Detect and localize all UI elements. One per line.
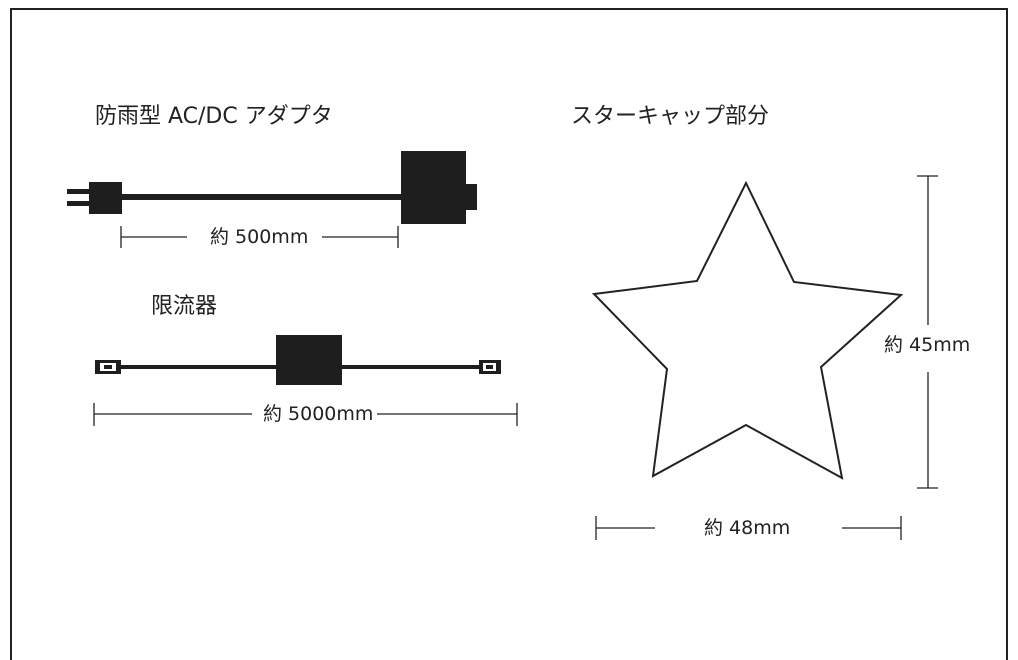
star-height-label: 約 45mm (880, 336, 975, 355)
star-width-label: 約 48mm (700, 519, 795, 538)
adapter-illustration (67, 151, 477, 224)
adapter-cable (122, 194, 402, 200)
limiter-length-label: 約 5000mm (259, 405, 378, 424)
star-cap-title: スターキャップ部分 (571, 104, 770, 129)
plug-body (89, 182, 122, 214)
plug-prong-top (67, 189, 89, 194)
limiter-title: 限流器 (151, 294, 218, 319)
star-shape (591, 180, 904, 480)
star-height-dimension-line (917, 175, 938, 489)
plug-prong-bottom (67, 201, 89, 206)
adapter-box-tab (466, 184, 477, 210)
adapter-box (401, 151, 466, 224)
limiter-illustration (95, 335, 501, 385)
limiter-box (276, 335, 342, 385)
limiter-dimension-line (93, 403, 518, 426)
outer-frame (10, 8, 1008, 660)
adapter-title: 防雨型 AC/DC アダプタ (95, 104, 333, 129)
adapter-dimension-line (120, 226, 399, 248)
adapter-length-label: 約 500mm (206, 228, 313, 247)
star-width-dimension-line (595, 516, 902, 540)
